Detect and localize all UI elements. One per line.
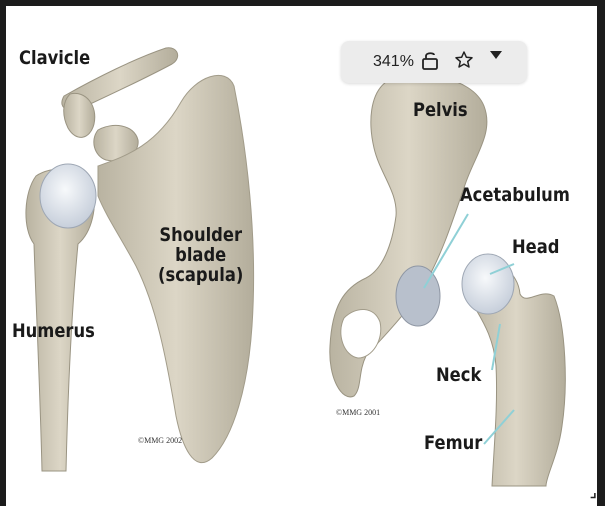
label-shoulder-blade-line2: blade: [158, 246, 243, 266]
obturator-foramen: [341, 309, 381, 358]
window-corner-handle[interactable]: ⌟: [590, 484, 604, 500]
label-head: Head: [512, 238, 559, 258]
label-shoulder-blade-line3: (scapula): [158, 266, 243, 286]
window-frame-right: [597, 0, 605, 524]
label-pelvis: Pelvis: [413, 101, 468, 121]
label-humerus: Humerus: [12, 322, 95, 342]
acetabulum-socket: [396, 266, 440, 326]
image-viewport[interactable]: Clavicle Shoulder blade (scapula) Humeru…: [6, 6, 597, 506]
zoom-toolbar: 341%: [341, 41, 527, 83]
label-neck: Neck: [436, 366, 481, 386]
zoom-level[interactable]: 341%: [373, 53, 414, 71]
window-frame-bottom: [0, 506, 605, 524]
label-femur: Femur: [424, 434, 482, 454]
copyright-left: ©MMG 2002: [138, 436, 182, 445]
star-icon[interactable]: [454, 50, 478, 74]
copyright-right: ©MMG 2001: [336, 408, 380, 417]
humeral-head-cartilage: [40, 164, 96, 228]
label-clavicle: Clavicle: [19, 49, 90, 69]
femoral-head-cartilage: [462, 254, 514, 314]
label-acetabulum: Acetabulum: [460, 186, 570, 206]
triangle-down-icon[interactable]: [489, 50, 513, 74]
label-shoulder-blade: Shoulder blade (scapula): [158, 226, 243, 286]
unlock-icon[interactable]: [421, 50, 445, 74]
label-shoulder-blade-line1: Shoulder: [158, 226, 243, 246]
